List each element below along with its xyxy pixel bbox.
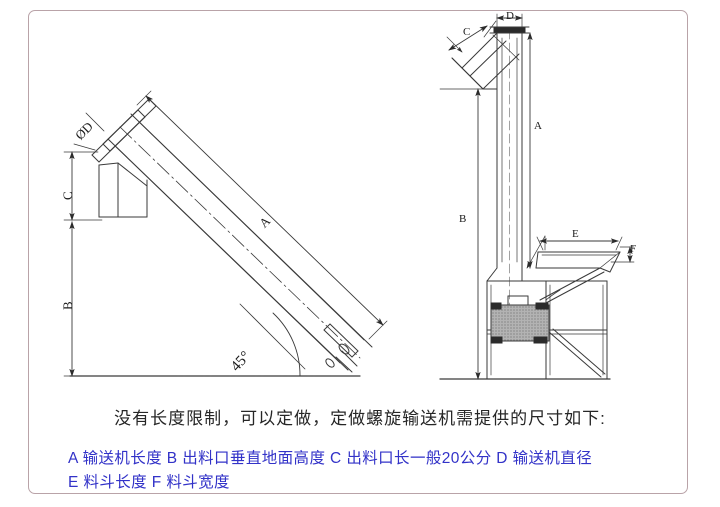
right-hopper-width-label: F — [630, 243, 637, 255]
right-hopper-length-label: E — [572, 228, 579, 240]
left-discharge-height-label: B — [60, 301, 75, 310]
right-diameter-label: D — [506, 10, 514, 22]
right-discharge-height-label: B — [459, 213, 467, 225]
left-discharge-length-label: C — [60, 191, 75, 200]
right-conveyor-length-label: A — [534, 120, 542, 132]
dimension-legend-line-1: A 输送机长度 B 出料口垂直地面高度 C 出料口长一般20公分 D 输送机直径 — [68, 450, 593, 467]
right-discharge-length-label: C — [463, 26, 471, 38]
dimension-legend-line-2: E 料斗长度 F 料斗宽度 — [68, 474, 230, 491]
caption-title: 没有长度限制，可以定做，定做螺旋输送机需提供的尺寸如下: — [114, 409, 606, 428]
